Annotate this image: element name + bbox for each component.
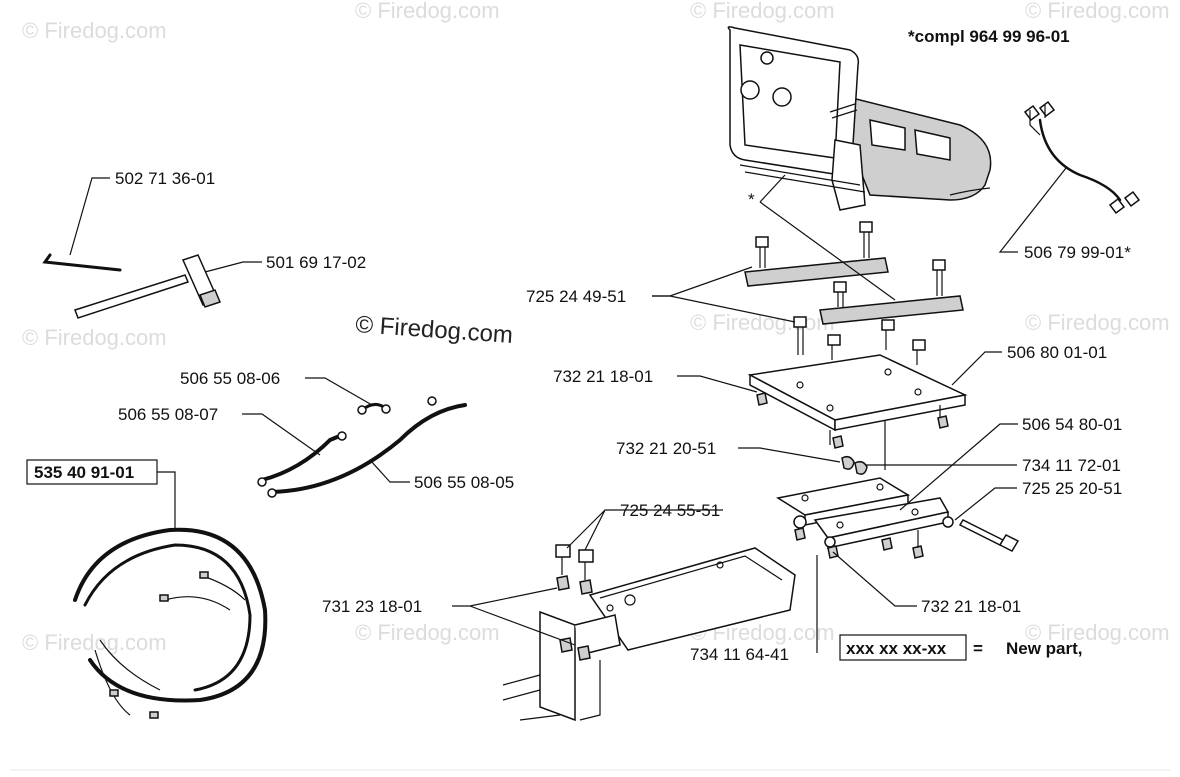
label-506-55-08-05: 506 55 08-05 bbox=[414, 473, 514, 492]
label-506-79-99-01: 506 79 99-01* bbox=[1024, 243, 1131, 262]
label-506-80-01-01: 506 80 01-01 bbox=[1007, 343, 1107, 362]
seat-rails bbox=[744, 221, 964, 365]
legend-equals: = bbox=[973, 639, 983, 658]
main-watermark: © Firedog.com bbox=[355, 311, 514, 349]
label-732-21-18-01-bottom: 732 21 18-01 bbox=[921, 597, 1021, 616]
asterisk-marker: * bbox=[748, 190, 755, 209]
label-734-11-72-01: 734 11 72-01 bbox=[1022, 456, 1121, 475]
legend-meaning: New part, bbox=[1006, 639, 1083, 658]
seat-switch-wire bbox=[1023, 100, 1141, 215]
seat-illustration bbox=[727, 26, 992, 211]
label-506-55-08-07: 506 55 08-07 bbox=[118, 405, 218, 424]
mower-frame bbox=[502, 544, 796, 722]
battery-cables bbox=[257, 396, 467, 498]
legend-box bbox=[839, 634, 967, 661]
watermark: © Firedog.com bbox=[690, 0, 835, 23]
watermark: © Firedog.com bbox=[1025, 0, 1170, 23]
label-725-25-20-51: 725 25 20-51 bbox=[1022, 479, 1122, 498]
label-535-40-91-01: 535 40 91-01 bbox=[34, 463, 134, 482]
new-part-box-535 bbox=[26, 459, 158, 485]
tool-hex-key bbox=[42, 253, 122, 272]
label-725-24-49-51: 725 24 49-51 bbox=[526, 287, 626, 306]
tool-spark-plug-wrench bbox=[74, 254, 222, 319]
watermark: © Firedog.com bbox=[22, 325, 167, 350]
watermark: © Firedog.com bbox=[22, 18, 167, 43]
label-732-21-20-51: 732 21 20-51 bbox=[616, 439, 716, 458]
part-labels: 502 71 36-01 501 69 17-02 506 55 08-06 5… bbox=[26, 27, 1131, 664]
label-501-69-17-02: 501 69 17-02 bbox=[266, 253, 366, 272]
seat-complete-note: *compl 964 99 96-01 bbox=[908, 27, 1070, 46]
wiring-harness bbox=[73, 527, 268, 719]
label-506-54-80-01: 506 54 80-01 bbox=[1022, 415, 1122, 434]
seat-plate bbox=[747, 354, 968, 475]
label-725-24-55-51: 725 24 55-51 bbox=[620, 501, 720, 520]
label-732-21-18-01-top: 732 21 18-01 bbox=[553, 367, 653, 386]
new-part-legend: xxx xx xx-xx = New part, bbox=[839, 634, 1083, 661]
watermark: © Firedog.com bbox=[1025, 620, 1170, 645]
label-506-55-08-06: 506 55 08-06 bbox=[180, 369, 280, 388]
watermark: © Firedog.com bbox=[22, 630, 167, 655]
watermark-grid: © Firedog.com © Firedog.com © Firedog.co… bbox=[22, 0, 1170, 655]
watermark: © Firedog.com bbox=[1025, 310, 1170, 335]
label-731-23-18-01: 731 23 18-01 bbox=[322, 597, 422, 616]
leader-lines bbox=[69, 167, 1067, 653]
seat-brackets bbox=[776, 477, 1020, 559]
watermark: © Firedog.com bbox=[355, 0, 500, 23]
label-734-11-64-41: 734 11 64-41 bbox=[690, 645, 789, 664]
label-502-71-36-01: 502 71 36-01 bbox=[115, 169, 215, 188]
watermark: © Firedog.com bbox=[690, 310, 835, 335]
watermark: © Firedog.com bbox=[355, 620, 500, 645]
legend-box-text: xxx xx xx-xx bbox=[846, 639, 947, 658]
